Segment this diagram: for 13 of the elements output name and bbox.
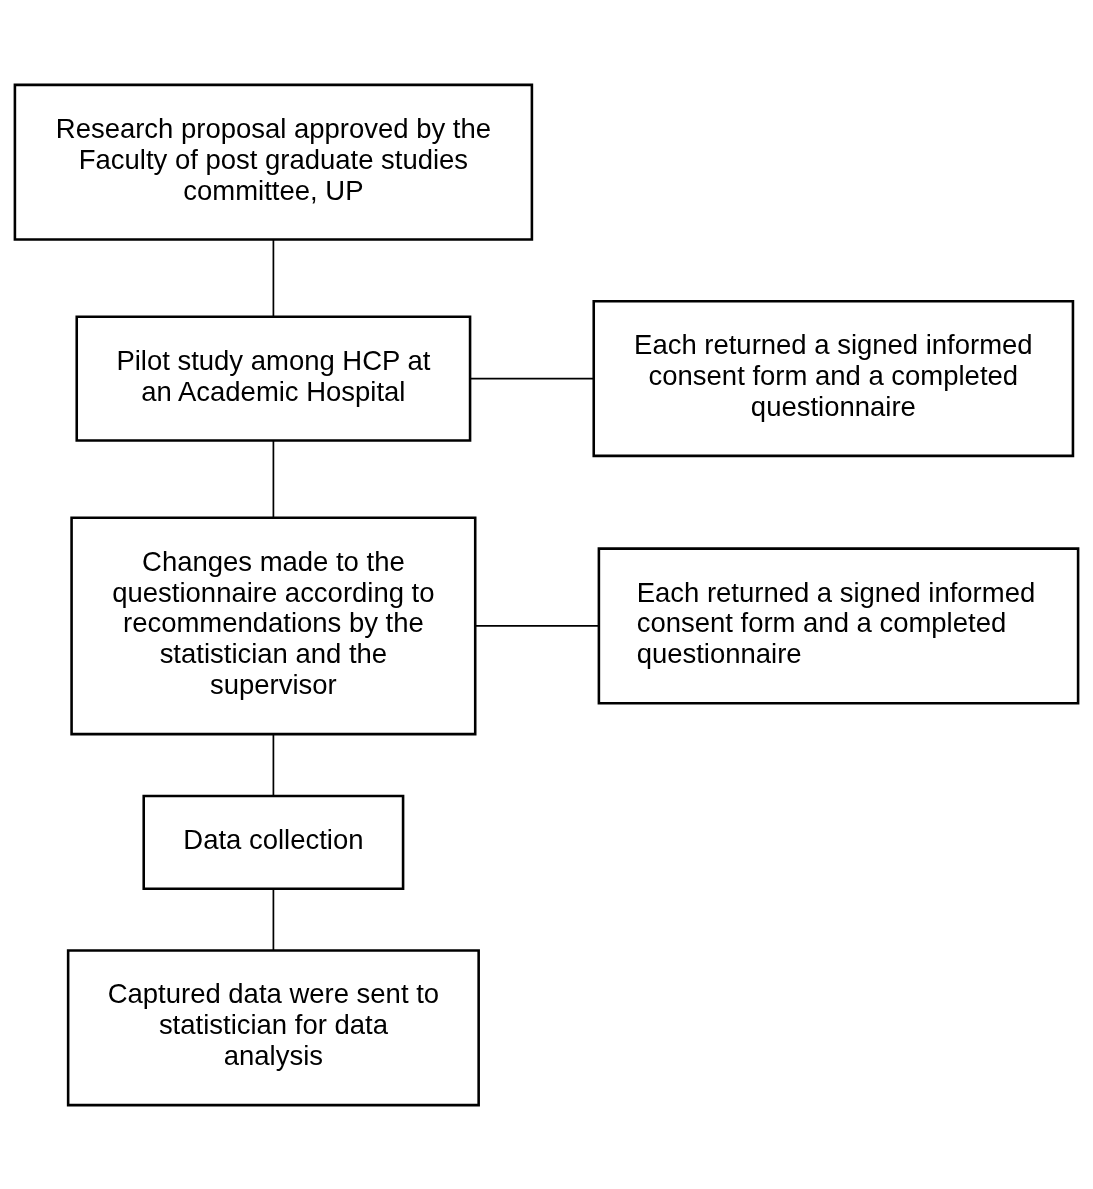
node-box: Changes made to the questionnaire according to recommendations by the statistician and the supervisor bbox=[70, 515, 477, 735]
connector bbox=[469, 377, 595, 379]
node-box: Each returned a signed informed consent form and a completed questionnaire bbox=[597, 546, 1080, 704]
node-box: Each returned a signed informed consent form and a completed questionnaire bbox=[592, 299, 1075, 457]
node-box: Data collection bbox=[142, 794, 405, 890]
connector bbox=[272, 439, 275, 518]
connector bbox=[474, 624, 600, 627]
node-box: Captured data were sent to statistician for data analysis bbox=[66, 948, 480, 1106]
connector bbox=[272, 733, 275, 797]
node-box: Research proposal approved by the Faculty of post graduate studies committee, UP bbox=[13, 83, 534, 241]
connector bbox=[272, 887, 275, 951]
node-box: Pilot study among HCP at an Academic Hospital bbox=[75, 314, 472, 442]
connector bbox=[272, 238, 275, 317]
